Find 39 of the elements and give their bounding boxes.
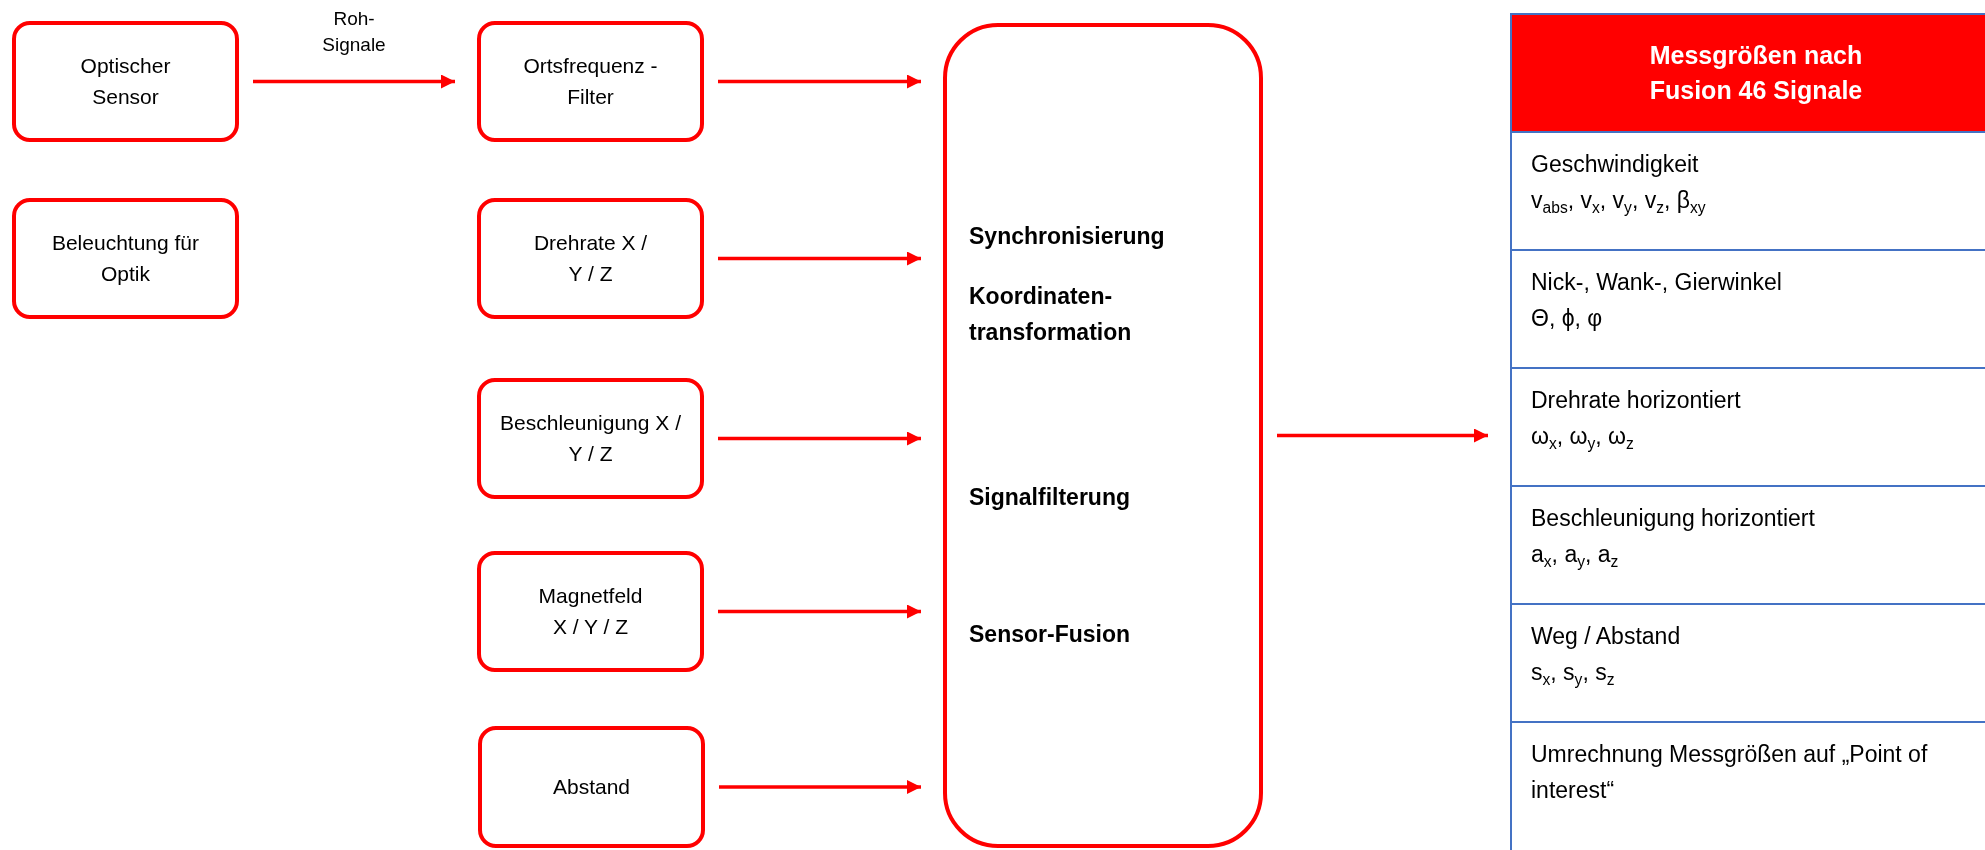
process-box [477,551,704,672]
process-box [12,198,239,319]
row-title: Nick-, Wank-, Gierwinkel [1531,268,1782,297]
box-label: Beleuchtung für Optik [50,230,201,287]
arrow [718,604,921,619]
row-title: Geschwindigkeit [1531,150,1699,179]
row-title: Weg / Abstand [1531,622,1681,651]
step-label: Sensor-Fusion [969,620,1131,649]
box-label: Magnetfeld X / Y / Z [537,583,644,640]
box-label: Optischer Sensor [79,53,172,110]
row-title: Beschleunigung horizontiert [1531,504,1815,533]
symbol-list: s$_{x}$, s$_{y}$, s$_{z}$ [1531,654,1615,691]
box-label: Drehrate X / Y / Z [532,230,649,287]
row-title: Drehrate horizontiert [1531,386,1741,415]
symbol-list: a$_{x}$, a$_{y}$, a$_{z}$ [1531,536,1619,573]
box-label: Ortsfrequenz - Filter [522,53,659,110]
arrow [718,251,921,266]
row-title: Umrechnung Messgrößen auf „Point of interest“ [1531,740,1929,805]
box-label: Abstand [552,773,631,800]
process-box [477,378,704,499]
arrow [1277,428,1488,443]
arrow [253,74,455,89]
arrow [718,74,921,89]
box-label: Beschleunigung X / Y / Z [499,410,682,467]
process-box [477,21,704,142]
process-box [478,726,705,848]
step-label: Synchronisierung [969,222,1166,251]
step-label: Signalfilterung [969,483,1131,512]
arrow [718,431,921,446]
step-label: Koordinaten- transformation [969,282,1133,347]
arrow [719,780,921,794]
symbol-list: ω$_{x}$, ω$_{y}$, ω$_{z}$ [1531,418,1634,455]
process-box [477,198,704,319]
table-header: Messgrößen nach Fusion 46 Signale [1512,15,1985,133]
symbol-list: v$_{abs}$, v$_{x}$, v$_{y}$, v$_{z}$, β$_{xy}$ [1531,182,1706,219]
process-box [12,21,239,142]
processing-box [943,23,1263,848]
symbol-list: Θ, ϕ, φ [1531,300,1603,337]
output-table [1510,13,1985,850]
